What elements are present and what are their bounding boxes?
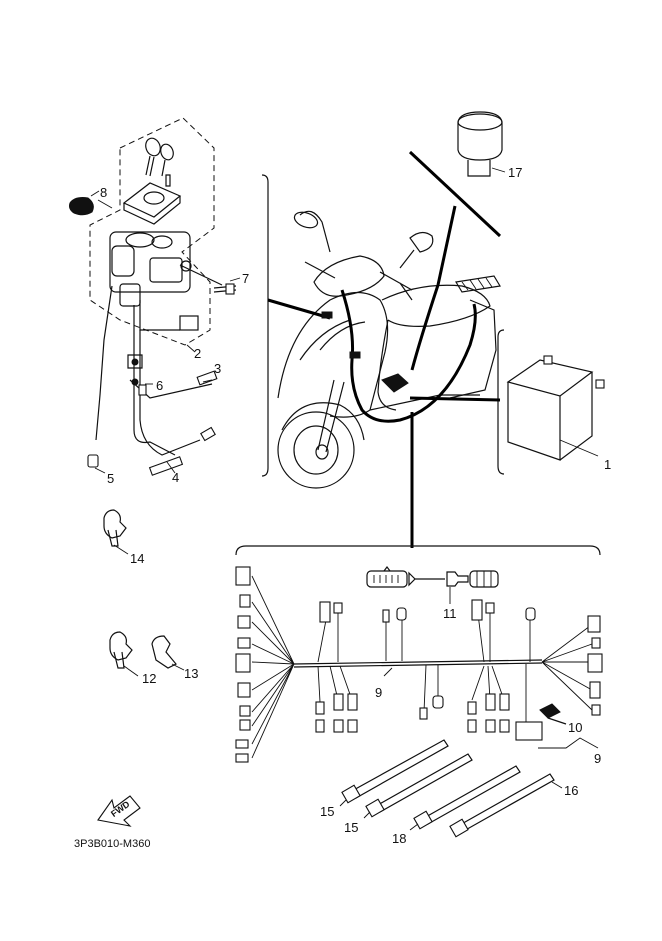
part-label-2: 2 bbox=[194, 346, 202, 361]
part-label-12: 12 bbox=[142, 671, 157, 686]
part-label-9-harness: 9 bbox=[375, 685, 383, 700]
part-label-15-upper: 15 bbox=[320, 804, 335, 819]
main-wire-harness bbox=[235, 566, 603, 763]
part-label-15-lower: 15 bbox=[344, 820, 359, 835]
part-label-16: 16 bbox=[564, 783, 579, 798]
fuse-holder bbox=[539, 703, 567, 725]
part-label-9-bracket: 9 bbox=[594, 751, 602, 766]
main-switch-assembly bbox=[89, 117, 223, 346]
forward-arrow-icon bbox=[97, 795, 141, 827]
lock-cap bbox=[69, 197, 113, 216]
part-label-18: 18 bbox=[392, 831, 407, 846]
cable-ties bbox=[339, 739, 563, 838]
key-icon bbox=[145, 137, 174, 177]
flasher-relay bbox=[457, 111, 506, 177]
diagram-code: 3P3B010-M360 bbox=[74, 838, 151, 850]
battery bbox=[506, 355, 605, 461]
seat-lock-cables bbox=[87, 285, 218, 476]
scooter-bracket-left bbox=[261, 174, 269, 477]
harness-bracket-top bbox=[235, 545, 601, 556]
scooter-illustration bbox=[277, 210, 501, 489]
wire-clamps bbox=[103, 509, 185, 677]
right-connector-fan bbox=[541, 615, 603, 716]
coupler-assembly bbox=[366, 566, 499, 604]
part-label-10: 10 bbox=[568, 720, 583, 735]
part-label-7: 7 bbox=[242, 271, 250, 286]
part-label-11: 11 bbox=[443, 606, 457, 621]
leader-lines-upper-left bbox=[90, 190, 241, 474]
left-connector-fan bbox=[235, 566, 295, 763]
part-label-5: 5 bbox=[107, 471, 115, 486]
battery-bracket-left bbox=[497, 329, 505, 475]
screw bbox=[213, 283, 237, 295]
part-label-1: 1 bbox=[604, 457, 612, 472]
part-label-4: 4 bbox=[172, 470, 180, 485]
part-label-14: 14 bbox=[130, 551, 145, 566]
part-label-13: 13 bbox=[184, 666, 199, 681]
part-label-3: 3 bbox=[214, 361, 222, 376]
harness-routing-lines bbox=[267, 150, 502, 548]
part-label-8: 8 bbox=[100, 185, 108, 200]
part-label-6: 6 bbox=[156, 378, 164, 393]
middle-connectors bbox=[315, 599, 543, 741]
part-label-17: 17 bbox=[508, 165, 523, 180]
